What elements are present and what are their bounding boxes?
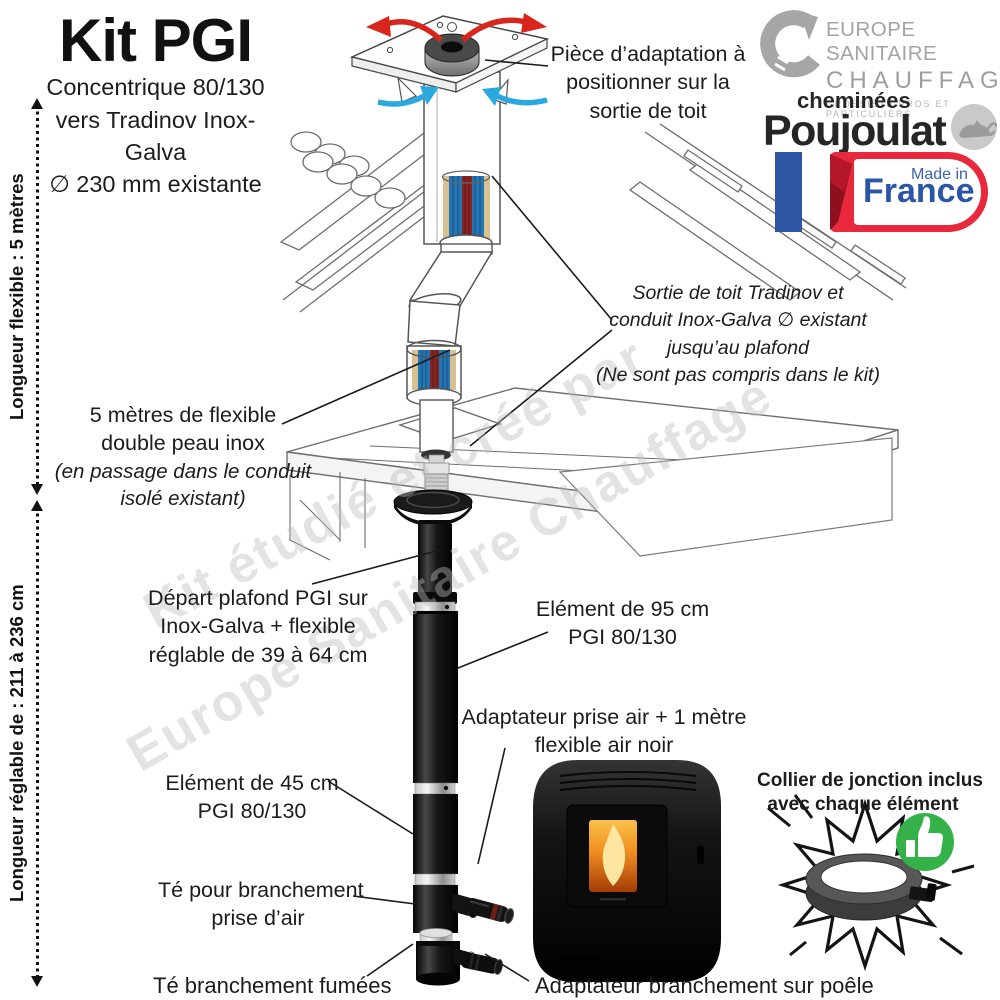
collier-de-jonction-photo xyxy=(805,853,937,921)
pellet-stove-illustration xyxy=(533,760,721,982)
dimension-arrow-flexible xyxy=(31,98,44,495)
collar-starburst xyxy=(767,794,975,972)
annotation-depart-plafond: Départ plafond PGI sur Inox-Galva + flex… xyxy=(148,586,368,667)
made-in-text: Made in xyxy=(911,166,968,183)
thumbs-up-icon xyxy=(896,813,954,871)
page-title: Kit PGI xyxy=(58,7,253,74)
element-45cm xyxy=(413,794,458,874)
annotation-sortie-de-toit: Sortie de toit Tradinov et conduit Inox-… xyxy=(596,282,880,386)
title-subtitle-1: Concentrique 80/130 xyxy=(46,74,265,101)
air-flow-arrows-blue xyxy=(377,86,548,107)
conduit-elbow xyxy=(407,251,494,347)
title-subtitle-3: ∅ 230 mm existante xyxy=(49,171,262,198)
annotation-piece-adaptation: Pièce d’adaptation à positionner sur la … xyxy=(550,42,746,123)
esc-logo-line2: CHAUFFAGE xyxy=(826,67,1000,94)
made-in-france-badge: Made in France xyxy=(775,150,990,234)
title-subtitle-2: vers Tradinov Inox-Galva xyxy=(55,106,256,166)
esc-logo-line3: GROSSISTE PROS ET PARTICULIERS xyxy=(826,99,951,119)
poujoulat-cat-icon xyxy=(951,104,999,150)
annotation-te-fumees: Té branchement fumées xyxy=(153,973,392,998)
poujoulat-logo-top-text: cheminées xyxy=(797,88,911,113)
annotation-adaptateur-air: Adaptateur prise air + 1 mètre flexible … xyxy=(461,705,747,758)
ceiling-plate-and-flex-fitting xyxy=(393,454,473,528)
adaptateur-poele xyxy=(460,952,503,975)
element-95cm xyxy=(413,611,458,783)
esc-logo-icon xyxy=(758,10,820,89)
poujoulat-logo-main-text: Poujoulat xyxy=(763,107,947,155)
annotation-element-95: Elément de 95 cm PGI 80/130 xyxy=(535,597,710,650)
annotation-te-prise-air: Té pour branchement prise d’air xyxy=(158,878,364,931)
french-flag-blue-bar xyxy=(775,152,802,232)
esc-logo-line1: EUROPE SANITAIRE xyxy=(826,18,938,65)
france-text: France xyxy=(863,172,975,210)
europe-sanitaire-chauffage-logo: EUROPE SANITAIRE CHAUFFAGE GROSSISTE PRO… xyxy=(758,10,1000,119)
annotation-collier-jonction: Collier de jonction inclus avec chaque é… xyxy=(757,770,983,816)
pgi-pipe-stack xyxy=(413,524,515,986)
upper-flexible-liner xyxy=(439,170,493,255)
cheminees-poujoulat-logo: cheminées Poujoulat xyxy=(763,88,999,155)
rotation-arrows-red xyxy=(366,13,547,43)
dimension-arrow-reglable xyxy=(31,500,44,987)
adaptateur-prise-air xyxy=(464,898,515,924)
title-block: Kit PGI Concentrique 80/130 vers Tradino… xyxy=(28,10,283,201)
lower-flexible-liner xyxy=(406,339,462,461)
leader-lines xyxy=(281,59,613,982)
annotation-flexible-5m: 5 mètres de flexible double peau inox (e… xyxy=(54,403,312,510)
made-in-france-label-area: Made in France xyxy=(854,159,981,225)
annotation-element-45: Elément de 45 cm PGI 80/130 xyxy=(165,771,339,824)
made-in-france-red-shape: Made in France xyxy=(830,152,988,232)
annotation-adaptateur-poele: Adaptateur branchement sur poêle xyxy=(535,973,874,998)
piece-adaptation-ring xyxy=(424,33,480,77)
